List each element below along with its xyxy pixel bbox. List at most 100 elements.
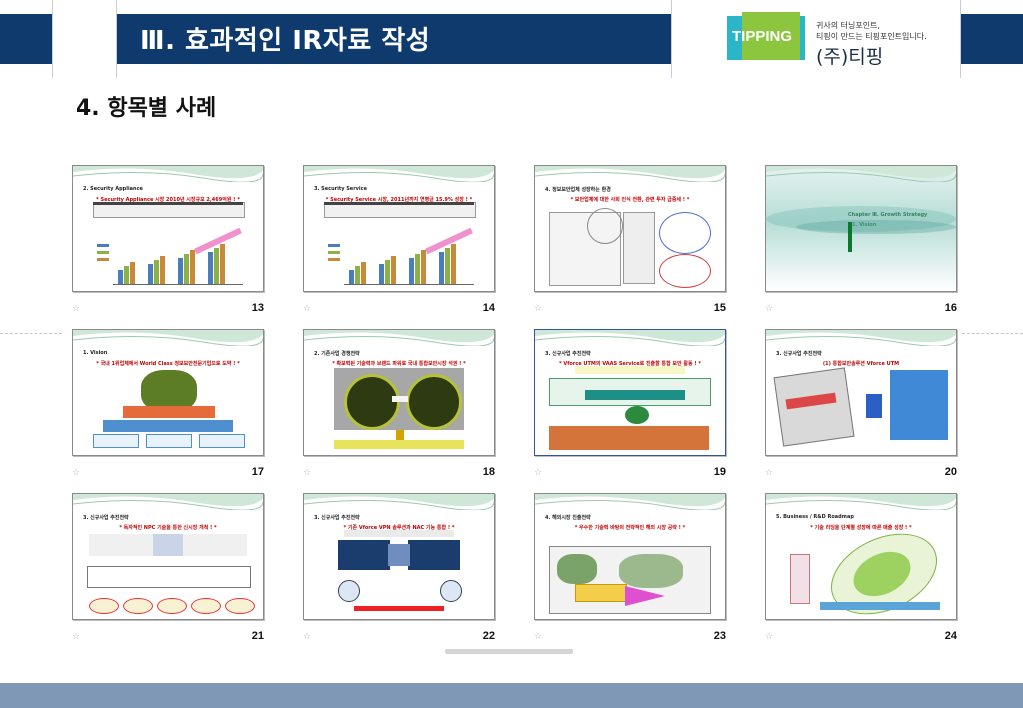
divider-line: [116, 0, 117, 78]
slide-header-wave: [73, 494, 263, 510]
flow-base: [549, 426, 709, 450]
vision-box: [146, 434, 192, 448]
plus-sign: [392, 396, 408, 402]
doc-scan: [623, 212, 655, 284]
chart-bar: [391, 256, 396, 284]
slide-thumbnail[interactable]: 3. 신규사업 추진전략* Vforce UTM의 VAAS Service로 …: [534, 329, 726, 456]
nac-icon: [338, 580, 360, 602]
horizontal-scrollbar[interactable]: [445, 649, 573, 654]
page-title: Ⅲ. 효과적인 IR자료 작성: [140, 26, 431, 56]
slide-number: 14: [482, 302, 495, 314]
chart-bar: [154, 260, 159, 284]
slide-subtitle: * 우수한 기술력 바탕의 전략적인 해외 시장 공략 ! *: [574, 525, 686, 531]
cover-toc: [848, 222, 892, 252]
slide-thumbnail[interactable]: 1. Vision * 국내 1위업체에서 World Class 정보보안전문기…: [72, 329, 264, 456]
circle-right: [406, 374, 462, 430]
slide-thumbnail[interactable]: 4. 정보보안업체 성장하는 환경* 보안업체에 대한 사회 인식 전환, 관련…: [534, 165, 726, 292]
chart-bar: [355, 266, 360, 284]
slide-header-wave: [535, 494, 725, 510]
header-bar-right: [960, 14, 1023, 64]
slide-subtitle: * Vforce UTM의 VAAS Service로 진출할 통합 보안 활동…: [559, 361, 701, 367]
slide-thumbnail[interactable]: 3. Security Service* Security Service 시장…: [303, 165, 495, 292]
chart-bar: [385, 260, 390, 284]
continent: [557, 554, 597, 584]
divider-line: [52, 0, 53, 78]
legend-swatch: [328, 258, 340, 261]
slide-thumbnail[interactable]: 2. Security Appliance* Security Applianc…: [72, 165, 264, 292]
slide-thumbnail[interactable]: 4. 해외시장 진출전략* 우수한 기술력 바탕의 전략적인 해외 시장 공략 …: [534, 493, 726, 620]
slide-number: 18: [482, 466, 495, 478]
page-divider: [962, 333, 1023, 334]
chart-bar: [184, 254, 189, 284]
star-icon: ☆: [765, 468, 774, 478]
feature-oval: [191, 598, 221, 614]
circle-left: [344, 374, 400, 430]
chart-axis: [113, 284, 243, 285]
slide-header-wave: [304, 166, 494, 182]
slide-header-wave: [304, 494, 494, 510]
header-bar-left: [0, 14, 52, 64]
slide-header-wave: [535, 330, 725, 346]
slide-thumbnail[interactable]: 3. 신규사업 추진전략* 기존 Vforce VPN 솔루션과 NAC 기능 …: [303, 493, 495, 620]
slide-thumbnail[interactable]: 2. 기존사업 경쟁전략* 확보력된 기술력과 브랜드 파워로 국내 통합보안시…: [303, 329, 495, 456]
doc-circle: [587, 208, 623, 244]
star-icon: ☆: [303, 468, 312, 478]
legend-swatch: [328, 244, 340, 247]
slide-header-wave: [73, 330, 263, 346]
star-icon: ☆: [303, 304, 312, 314]
chart-bar: [379, 264, 384, 284]
slide-number: 22: [482, 630, 495, 642]
slide-title: 1. Vision: [83, 350, 108, 356]
slide-thumbnail[interactable]: 5. Business / R&D Roadmap* 기술 리딩을 단계별 성장…: [765, 493, 957, 620]
header-bar: [116, 14, 671, 64]
result-bar: [334, 440, 464, 449]
company-logo: TIPPING 귀사의 터닝포인트, 티핑이 만드는 티핑포인트입니다. (주)…: [724, 10, 949, 72]
doc-circle: [659, 212, 711, 254]
roadmap-axis: [790, 554, 810, 604]
table-header: [93, 202, 243, 205]
slide-title: 2. Security Appliance: [83, 186, 143, 192]
nac-icon: [440, 580, 462, 602]
chart-bar: [445, 248, 450, 284]
chart-bar: [415, 254, 420, 284]
chart-bar: [421, 250, 426, 284]
nac-box-left: [338, 540, 390, 570]
chart-bar: [148, 264, 153, 284]
chart-bar: [178, 258, 183, 284]
star-icon: ☆: [765, 632, 774, 642]
slide-number: 13: [251, 302, 264, 314]
slide-number: 24: [944, 630, 957, 642]
continent: [619, 554, 683, 588]
chart-bar: [190, 250, 195, 284]
chart-bar: [439, 252, 444, 284]
slide-title: 3. 신규사업 추진전략: [83, 515, 129, 521]
doc-circle: [659, 254, 711, 288]
legend-swatch: [328, 251, 340, 254]
slide-thumbnail[interactable]: 3. 신규사업 추진전략(1) 통합보안솔루션 Vforce UTM: [765, 329, 957, 456]
slide-subtitle: * 독자적인 NPC 기술을 통한 신시장 개척 ! *: [119, 525, 217, 531]
logo-mark-accent: [742, 12, 800, 60]
slide-subtitle: * 기존 Vforce VPN 솔루션과 NAC 기능 통합 ! *: [343, 525, 455, 531]
star-icon: ☆: [534, 632, 543, 642]
slide-number: 21: [251, 630, 264, 642]
slide-number: 15: [713, 302, 726, 314]
legend-swatch: [97, 258, 109, 261]
slide-thumbnail[interactable]: 3. 신규사업 추진전략 * 독자적인 NPC 기술을 통한 신시장 개척 ! *: [72, 493, 264, 620]
spec-panel: [87, 566, 251, 588]
cover-wave: [796, 220, 956, 234]
slide-subtitle: * 국내 1위업체에서 World Class 정보보안전문기업으로 도약 ! …: [96, 361, 240, 367]
page-divider: [0, 333, 62, 334]
logo-company-name: (주)티핑: [816, 46, 884, 68]
slide-title: 4. 정보보안업체 성장하는 환경: [545, 187, 611, 193]
slide-number: 19: [713, 466, 726, 478]
slide-header-wave: [766, 330, 956, 346]
feature-oval: [225, 598, 255, 614]
feature-panel: [890, 370, 948, 440]
slide-number: 16: [944, 302, 957, 314]
chart-bar: [160, 256, 165, 284]
logo-tagline: 귀사의 터닝포인트, 티핑이 만드는 티핑포인트입니다.: [816, 21, 927, 41]
slide-header-wave: [766, 494, 956, 510]
feature-oval: [123, 598, 153, 614]
chart-bar: [451, 244, 456, 284]
